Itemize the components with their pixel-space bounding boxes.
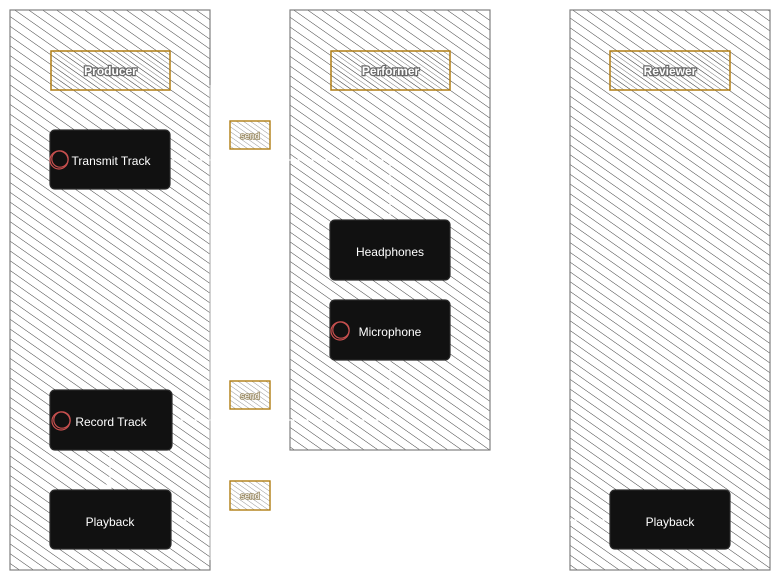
node-reviewer-playback-label: Playback [646,515,696,529]
node-record-track[interactable]: Record Track [49,389,173,451]
node-producer-playback[interactable]: Playback [49,489,172,550]
node-record-track-box[interactable] [49,389,173,451]
node-reviewer-playback[interactable]: Playback [609,489,731,550]
node-reviewer-playback-box[interactable] [609,489,731,550]
lane-producer-title: Producer [84,64,137,78]
lane-reviewer-body [569,9,771,571]
red-circle-icon [49,150,69,170]
node-producer-playback-label: Playback [86,515,136,529]
connector-transmit-to-headphones [170,159,391,220]
node-headphones-label: Headphones [356,245,424,259]
tag-1: send [229,120,271,150]
lane-reviewer: Reviewer [569,9,771,571]
node-producer-playback-box[interactable] [49,489,172,550]
red-circle-icon [51,411,71,431]
lane-reviewer-header [609,50,731,91]
lane-producer-header [50,50,171,91]
tag-3-label: send [240,491,260,501]
tag-2: send [229,380,271,410]
node-headphones[interactable]: Headphones [329,219,451,281]
node-transmit-track[interactable]: Transmit Track [49,129,171,190]
tag-1-label: send [240,131,260,141]
lane-reviewer-title: Reviewer [644,64,697,78]
node-transmit-track-label: Transmit Track [72,154,152,168]
red-circle-icon [330,321,350,341]
lane-performer-title: Performer [362,64,420,78]
tag-2-label: send [240,391,260,401]
arrowhead-icon [105,482,115,490]
tag-1-box [229,120,271,150]
node-headphones-box[interactable] [329,219,451,281]
node-microphone[interactable]: Microphone [329,299,451,361]
tag-3: send [229,480,271,511]
connectors [105,85,610,560]
connector-microphone-to-record [172,360,391,421]
node-microphone-box[interactable] [329,299,451,361]
lane-performer-header [330,50,451,91]
node-microphone-label: Microphone [359,325,422,339]
tag-2-box [229,380,271,410]
node-record-track-label: Record Track [75,415,147,429]
tag-3-box [229,480,271,511]
